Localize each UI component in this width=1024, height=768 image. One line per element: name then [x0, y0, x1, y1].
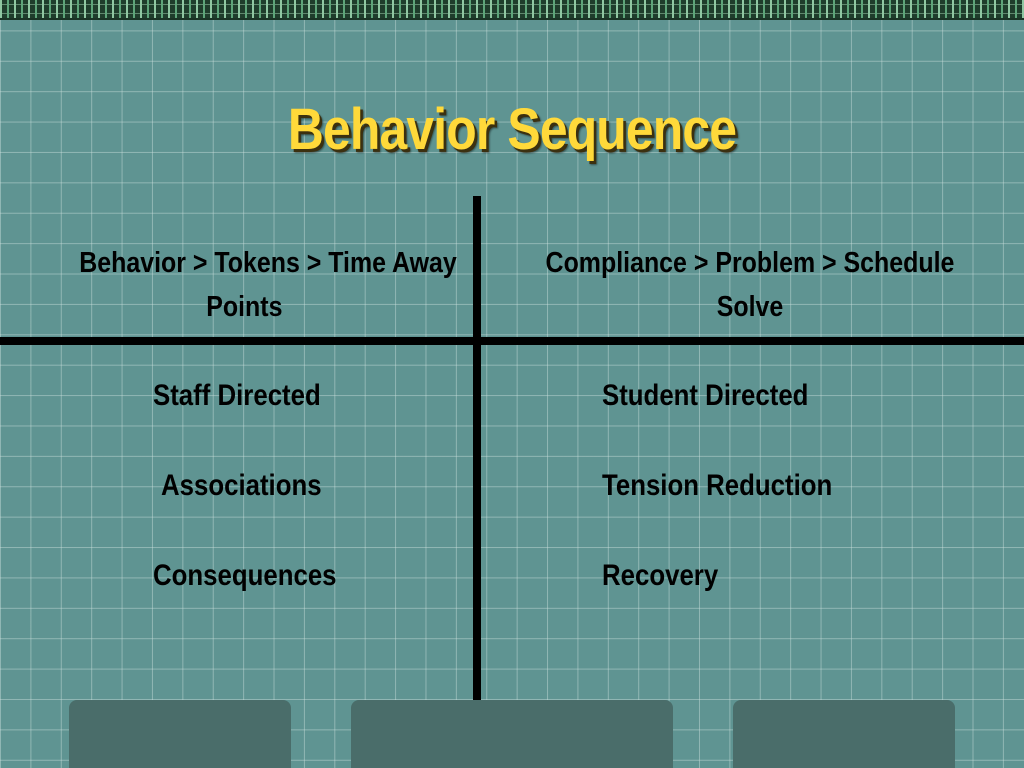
footer-tab-center	[351, 700, 673, 768]
footer-tab-left	[69, 700, 291, 768]
right-column-header: Compliance > Problem > Schedule Solve	[509, 241, 991, 329]
slide-title: Behavior Sequence	[287, 97, 737, 162]
left-item-associations: Associations	[161, 469, 322, 502]
left-item-staff-directed: Staff Directed	[153, 379, 321, 412]
horizontal-divider	[0, 337, 1024, 345]
left-header-line2: Points	[206, 291, 283, 323]
right-item-tension-reduction: Tension Reduction	[602, 469, 833, 502]
circuit-board-header-strip	[0, 0, 1024, 20]
left-header-line1: Behavior > Tokens > Time Away	[79, 247, 457, 279]
left-column-header: Behavior > Tokens > Time Away Points	[44, 241, 491, 329]
right-header-line1: Compliance > Problem > Schedule	[545, 247, 955, 279]
vertical-divider	[473, 196, 481, 744]
footer-tab-right	[733, 700, 955, 768]
right-item-recovery: Recovery	[602, 559, 719, 592]
right-header-line2: Solve	[716, 291, 784, 323]
left-item-consequences: Consequences	[153, 559, 337, 592]
right-item-student-directed: Student Directed	[602, 379, 809, 412]
